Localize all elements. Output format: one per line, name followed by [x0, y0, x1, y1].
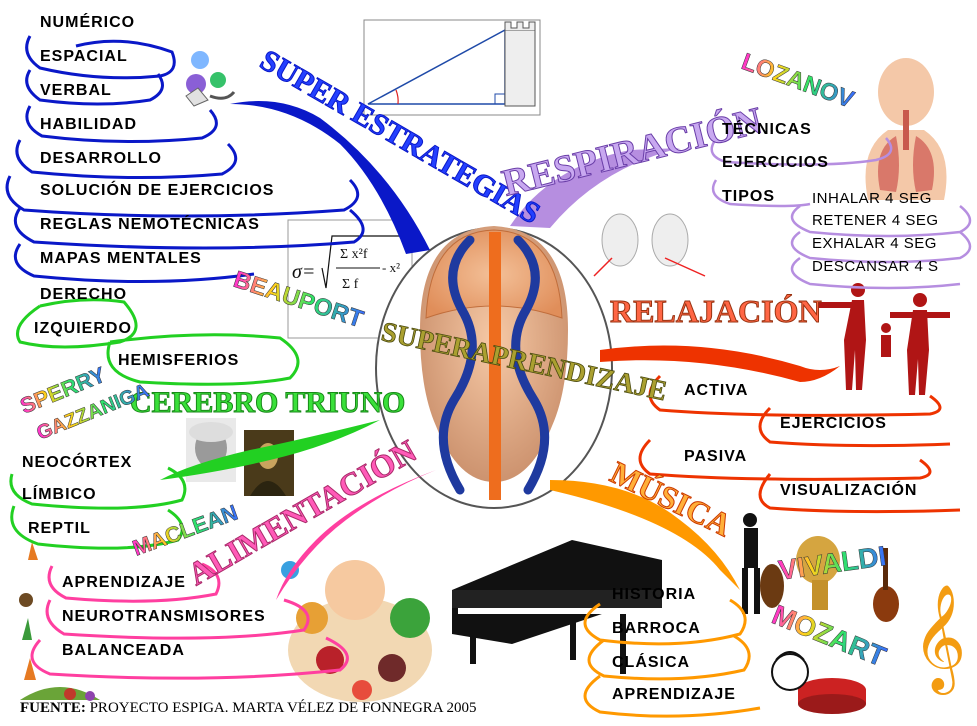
musica-item: HISTORIA	[612, 586, 697, 603]
respiracion-item: EJERCICIOS	[722, 154, 829, 171]
respiracion-loops	[710, 137, 972, 290]
super-estrategias-loops	[5, 35, 365, 284]
vegetables-decoration	[19, 542, 100, 701]
respiracion-item: TIPOS	[722, 188, 776, 205]
hemisferio-item: DERECHO	[40, 286, 128, 303]
cerebro-triuno-loops	[9, 466, 187, 550]
hemisferios-label: HEMISFERIOS	[118, 352, 240, 369]
super-estrategias-item: HABILIDAD	[40, 116, 137, 133]
mozart-caricature-image	[771, 651, 809, 691]
cerebro-triuno-item: LÍMBICO	[22, 486, 97, 503]
respiracion-item: TÉCNICAS	[722, 121, 812, 138]
source-footer: FUENTE: PROYECTO ESPIGA. MARTA VÉLEZ DE …	[20, 700, 477, 717]
alimentacion-item: BALANCEADA	[62, 642, 185, 659]
cerebro-triuno-item: NEOCÓRTEX	[22, 454, 133, 471]
super-estrategias-item: VERBAL	[40, 82, 112, 99]
central-head-image	[375, 226, 613, 509]
cerebro-triuno-item: REPTIL	[28, 520, 91, 537]
lungs-image	[865, 58, 947, 200]
super-estrategias-item: MAPAS MENTALES	[40, 250, 202, 267]
faces-image	[593, 213, 706, 277]
connector-respiracion	[510, 148, 680, 228]
musica-item: APRENDIZAJE	[612, 686, 736, 703]
respiracion-tipo: EXHALAR 4 SEG	[812, 235, 937, 252]
vivaldi-composer: VIVALDI	[777, 540, 889, 586]
hemisferios-loops	[16, 298, 300, 386]
alimentacion-loops	[30, 562, 349, 680]
musica-item: BARROCA	[612, 620, 701, 637]
violin-image	[873, 548, 899, 622]
connector-musica	[550, 480, 740, 590]
treble-clef-icon: 𝄞	[912, 583, 966, 695]
alimentacion-item: APRENDIZAJE	[62, 574, 186, 591]
relajacion-item: ACTIVA	[684, 382, 749, 399]
geometry-tower-image	[363, 19, 541, 116]
connector-cerebro-triuno	[160, 420, 380, 480]
respiracion-tipo: RETENER 4 SEG	[812, 212, 939, 229]
musica-loops	[583, 598, 761, 718]
mona-lisa-portrait	[244, 430, 294, 496]
super-estrategias-item: SOLUCIÓN DE EJERCICIOS	[40, 182, 275, 199]
svg-text:- x²: - x²	[382, 260, 400, 275]
super-estrategias-item: NUMÉRICO	[40, 14, 136, 31]
hemisferio-item: IZQUIERDO	[34, 320, 132, 337]
connector-super-estrategias	[230, 101, 430, 254]
svg-text:𝄞: 𝄞	[912, 583, 966, 695]
svg-text:Σ f: Σ f	[342, 277, 359, 292]
molecule-icon	[185, 51, 236, 107]
footer-text: PROYECTO ESPIGA. MARTA VÉLEZ DE FONNEGRA…	[89, 700, 477, 716]
tuba-image	[796, 536, 840, 610]
super-estrategias-item: REGLAS NEMOTÉCNICAS	[40, 216, 260, 233]
relajacion-loops	[638, 374, 961, 514]
food-basket-image	[281, 560, 432, 702]
drum-image	[798, 678, 866, 714]
svg-text:Σ x²f: Σ x²f	[340, 247, 368, 262]
connector-relajacion	[600, 345, 840, 382]
respiracion-tipo: DESCANSAR 4 S	[812, 258, 939, 275]
piano-image	[452, 540, 662, 674]
relajacion-item: PASIVA	[684, 448, 748, 465]
alimentacion-item: NEUROTRANSMISORES	[62, 608, 266, 625]
cellist-image	[742, 513, 784, 614]
relajacion-title: RELAJACIÓN	[610, 293, 822, 329]
cerebro-triuno-title: CEREBRO TRIUNO	[130, 386, 405, 419]
respiracion-tipo: INHALAR 4 SEG	[812, 190, 932, 207]
svg-text:σ=: σ=	[292, 261, 315, 283]
relajacion-item: EJERCICIOS	[780, 415, 887, 432]
super-estrategias-item: ESPACIAL	[40, 48, 128, 65]
musica-item: CLÁSICA	[612, 654, 691, 671]
relaxation-figures-image	[818, 283, 950, 395]
footer-label: FUENTE:	[20, 700, 86, 716]
super-estrategias-item: DESARROLLO	[40, 150, 162, 167]
relajacion-item: VISUALIZACIÓN	[780, 482, 918, 499]
